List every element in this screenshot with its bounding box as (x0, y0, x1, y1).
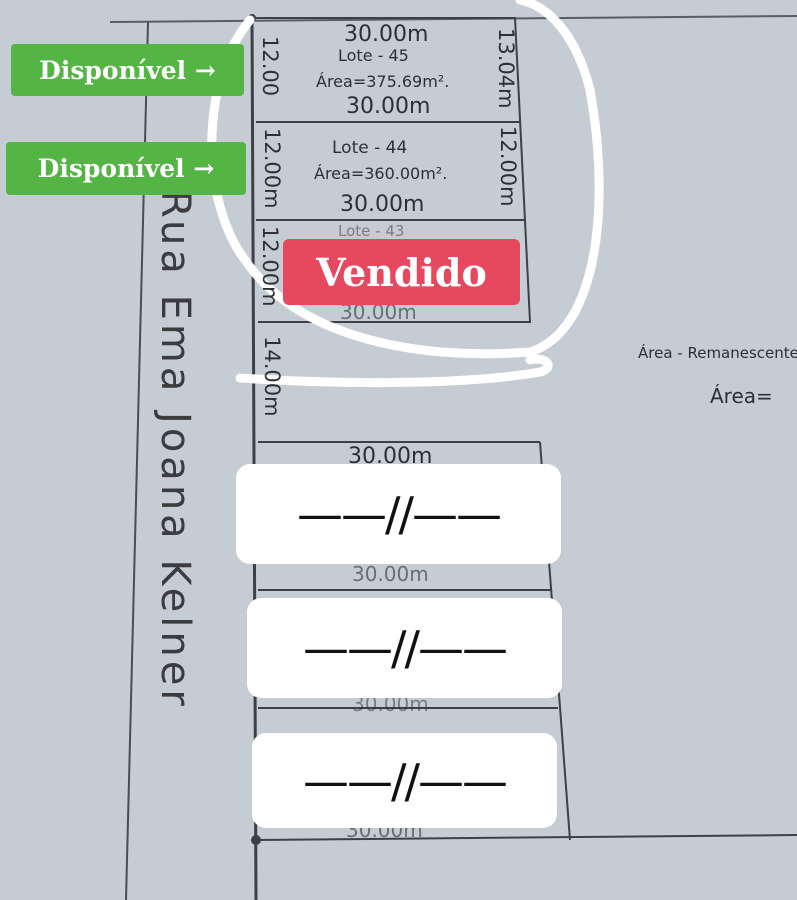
lot-45-label: Lote - 45 (338, 46, 409, 65)
redacted-card-3: ——//—— (252, 733, 557, 828)
lot-45-right-dim: 13.04m (494, 28, 518, 109)
street-name: Rua Ema Joana Kelner (152, 190, 198, 710)
lot-44-label: Lote - 44 (332, 138, 408, 158)
remainder-area: Área= (710, 384, 773, 408)
side-frontage-dim: 14.00m (260, 336, 284, 417)
lot-45-left-dim: 12.00 (258, 36, 282, 97)
status-badge-lot-44: Disponível → (6, 142, 246, 195)
lot-43-label: Lote - 43 (338, 222, 405, 240)
redacted-card-1: ——//—— (236, 464, 561, 564)
lot-45-area: Área=375.69m². (316, 72, 450, 91)
lower-lot-1-bottom-dim: 30.00m (352, 562, 429, 586)
lot-45-bottom-dim: 30.00m (346, 94, 431, 119)
lot-44-area: Área=360.00m². (314, 164, 448, 183)
lot-45-top-dim: 30.00m (344, 22, 429, 47)
status-badge-lot-45: Disponível → (11, 44, 244, 96)
lot-44-right-dim: 12.00m (496, 126, 520, 207)
status-badge-lot-43: Vendido (283, 239, 520, 305)
redacted-card-2: ——//—— (247, 598, 562, 698)
remainder-label: Área - Remanescente (638, 344, 797, 362)
lot-44-left-dim: 12.00m (260, 128, 284, 209)
lot-44-bottom-dim: 30.00m (340, 192, 425, 217)
lot-43-left-dim: 12.00m (258, 226, 282, 307)
